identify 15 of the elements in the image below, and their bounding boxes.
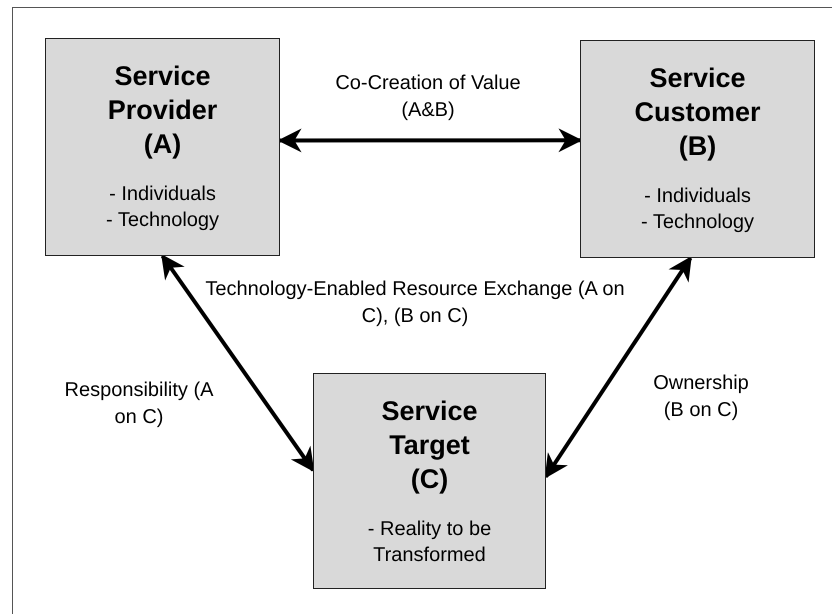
edge-label: Co-Creation of Value (A&B) xyxy=(334,71,522,123)
entity-box xyxy=(45,38,280,256)
box-title: Service Target (C) xyxy=(380,395,479,496)
entity-box xyxy=(313,373,546,589)
box-title: Service Customer (B) xyxy=(633,62,762,163)
double-arrow xyxy=(160,254,315,472)
entity-box xyxy=(580,40,815,258)
box-text: - Reality to be Transformed xyxy=(366,517,492,568)
edge-label: Ownership (B on C) xyxy=(652,371,750,423)
box-title: Service Provider (A) xyxy=(106,60,218,161)
relation-label: Technology-Enabled Resource Exchange (A on C), (B on C) xyxy=(204,277,626,329)
edge-label: Responsibility (A on C) xyxy=(64,378,214,430)
box-text: - Individuals - Technology xyxy=(104,182,220,233)
box-text: - Individuals - Technology xyxy=(640,184,756,235)
double-arrow xyxy=(544,256,692,479)
